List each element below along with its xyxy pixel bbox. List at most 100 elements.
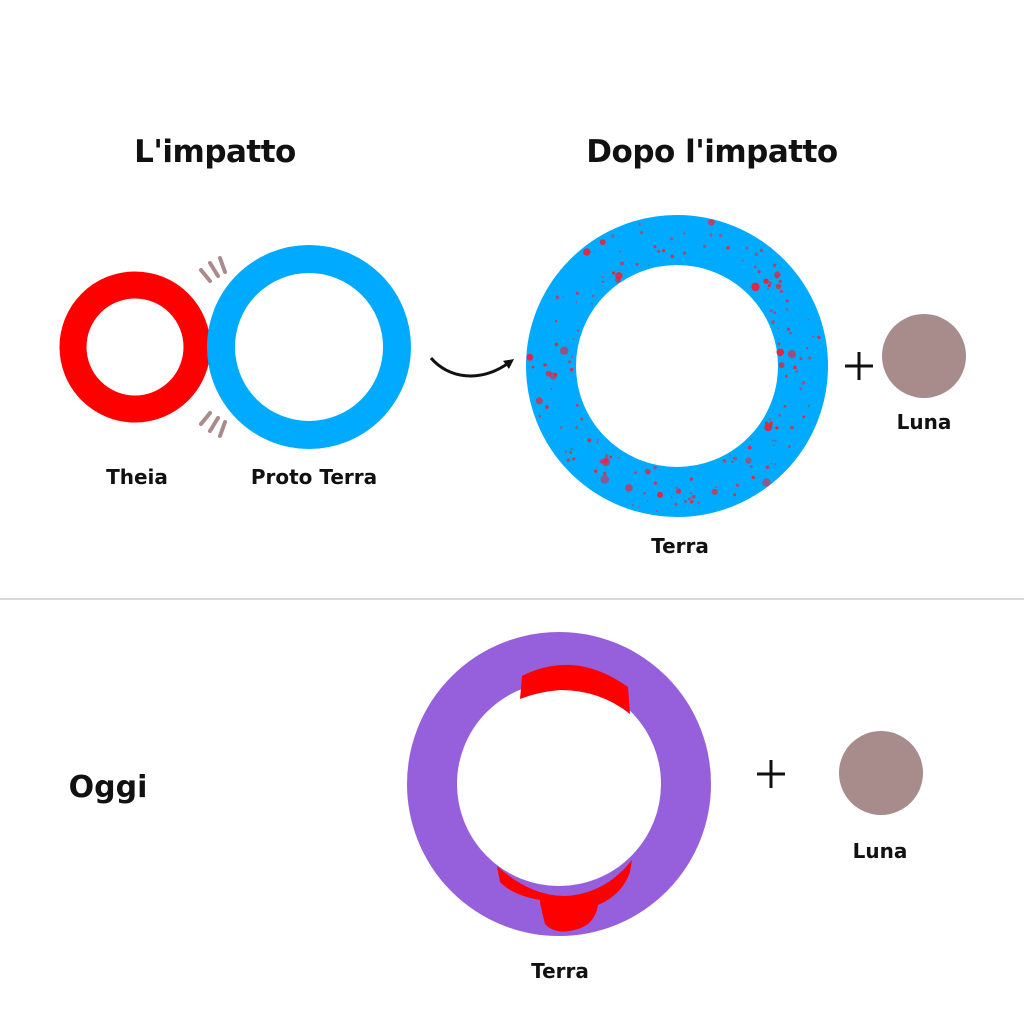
debris-speck — [764, 423, 773, 432]
debris-speck — [689, 477, 694, 481]
debris-speck — [793, 365, 797, 370]
earth-today-label: Terra — [531, 959, 589, 983]
debris-speck — [732, 493, 737, 497]
debris-speck — [774, 274, 779, 279]
debris-speck — [543, 363, 548, 367]
debris-speck — [795, 370, 798, 373]
debris-speck — [789, 331, 792, 335]
debris-speck — [684, 500, 687, 503]
debris-speck — [653, 245, 657, 249]
plus-icon — [845, 352, 873, 380]
debris-speck — [657, 491, 663, 498]
debris-speck — [535, 397, 543, 405]
debris-speck — [576, 329, 580, 332]
debris-speck — [802, 415, 806, 419]
debris-speck — [564, 450, 567, 453]
debris-speck — [709, 233, 713, 237]
debris-speck — [526, 353, 534, 361]
debris-speck — [594, 469, 598, 473]
debris-speck — [703, 244, 707, 248]
debris-speck — [751, 475, 755, 480]
debris-speck — [799, 357, 803, 361]
debris-speck — [785, 299, 789, 303]
earth-after-impact-ring — [526, 215, 828, 517]
debris-speck — [625, 484, 633, 492]
debris-speck — [722, 459, 727, 463]
debris-speck — [609, 455, 613, 459]
debris-speck — [599, 459, 604, 464]
debris-speck — [634, 471, 637, 475]
proto-earth-ring — [207, 245, 411, 449]
debris-speck — [639, 231, 644, 235]
debris-speck — [570, 367, 574, 372]
debris-speck — [768, 418, 771, 421]
debris-speck — [694, 504, 696, 507]
debris-speck — [817, 335, 821, 340]
debris-speck — [759, 248, 764, 253]
debris-speck — [790, 425, 794, 430]
debris-speck — [560, 346, 569, 355]
debris-speck — [777, 342, 781, 346]
debris-speck — [751, 282, 760, 292]
debris-speck — [587, 438, 592, 443]
debris-speck — [592, 294, 595, 298]
debris-speck — [726, 246, 730, 250]
debris-speck — [670, 254, 674, 258]
debris-speck — [604, 459, 608, 464]
debris-speck — [580, 417, 584, 421]
debris-speck — [531, 365, 535, 369]
moon-top — [882, 314, 966, 398]
debris-speck — [559, 426, 563, 430]
after-impact-title: Dopo l'impatto — [586, 134, 837, 170]
debris-speck — [689, 499, 694, 504]
red-patch-bottom — [497, 860, 632, 932]
debris-speck — [562, 296, 564, 299]
debris-speck — [763, 278, 769, 284]
debris-speck — [778, 413, 781, 417]
debris-speck — [754, 265, 757, 269]
debris-speck — [575, 426, 578, 429]
debris-speck — [675, 488, 682, 494]
debris-speck — [638, 223, 641, 226]
debris-speck — [750, 439, 752, 441]
debris-speck — [657, 250, 661, 253]
debris-speck — [674, 502, 678, 506]
debris-speck — [765, 465, 770, 470]
debris-speck — [603, 471, 607, 476]
debris-speck — [697, 501, 700, 504]
debris-speck — [715, 486, 717, 488]
curved-arrow-icon — [429, 357, 515, 378]
debris-speck — [643, 491, 646, 495]
debris-speck — [768, 281, 772, 285]
debris-speck — [670, 496, 673, 498]
debris-speck — [769, 309, 773, 313]
impact-marks-icon — [199, 256, 227, 438]
debris-speck — [690, 492, 692, 495]
debris-speck — [571, 355, 573, 358]
debris-speck — [601, 280, 604, 283]
debris-speck — [799, 387, 803, 391]
moon-top-label: Luna — [897, 410, 952, 434]
debris-speck — [554, 320, 558, 323]
debris-speck — [596, 441, 599, 444]
debris-speck — [772, 439, 775, 442]
debris-speck — [784, 374, 788, 378]
debris-speck — [734, 457, 738, 461]
debris-speck — [656, 510, 658, 512]
today-label: Oggi — [69, 770, 148, 805]
debris-speck — [568, 360, 572, 364]
debris-speck — [675, 486, 678, 489]
debris-speck — [647, 471, 650, 475]
theia-label: Theia — [106, 465, 168, 489]
debris-speck — [555, 295, 560, 300]
debris-speck — [778, 279, 782, 283]
debris-speck — [544, 405, 549, 409]
debris-speck — [601, 276, 604, 279]
debris-speck — [771, 462, 773, 465]
debris-speck — [773, 311, 777, 315]
debris-speck — [620, 261, 625, 266]
debris-speck — [763, 470, 766, 473]
debris-speck — [670, 237, 674, 241]
debris-speck — [729, 454, 731, 457]
